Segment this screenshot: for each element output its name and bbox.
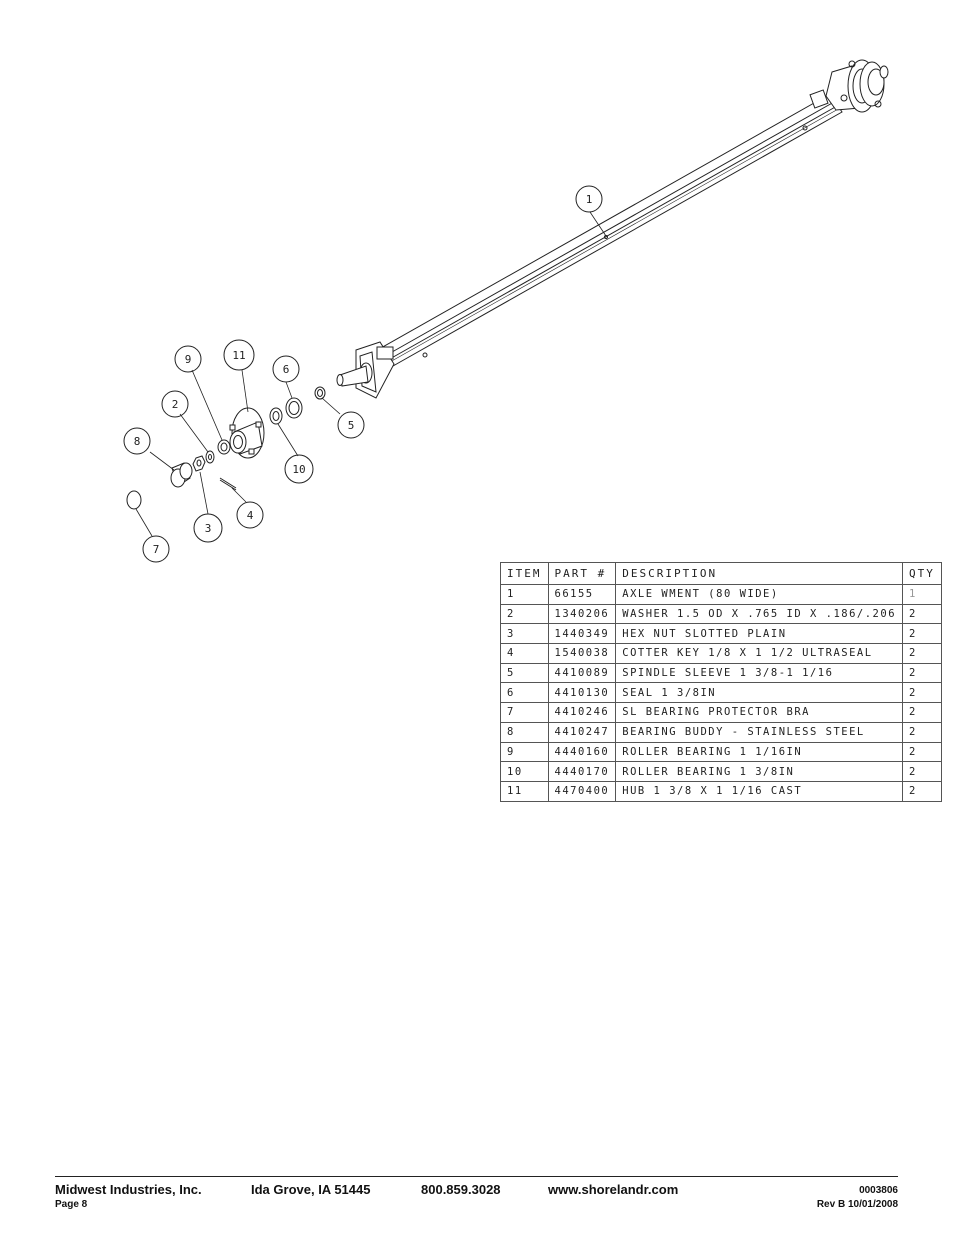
cell-description: ROLLER BEARING 1 1/16IN xyxy=(615,741,904,763)
cell-item: 9 xyxy=(500,741,549,763)
hub-part xyxy=(229,407,265,459)
parts-list-table: ITEM PART # DESCRIPTION QTY 1 66155 AXLE… xyxy=(500,562,942,802)
header-part-number: PART # xyxy=(547,562,617,585)
exploded-axle-diagram: 1 2 3 4 5 6 7 8 9 10 11 xyxy=(123,59,889,563)
cell-qty: 2 xyxy=(902,623,942,645)
footer-company: Midwest Industries, Inc. xyxy=(55,1182,202,1197)
callout-2: 2 xyxy=(172,398,179,411)
cell-part: 4410247 xyxy=(547,721,617,743)
cell-description: AXLE WMENT (80 WIDE) xyxy=(615,584,904,605)
cell-qty: 2 xyxy=(902,702,942,723)
cell-item: 8 xyxy=(500,721,549,743)
cell-part: 4440170 xyxy=(547,761,617,782)
cell-item: 2 xyxy=(500,603,549,625)
cell-description: SL BEARING PROTECTOR BRA xyxy=(615,702,904,723)
cell-qty: 2 xyxy=(902,682,942,704)
cotter-key-part xyxy=(219,477,237,491)
cell-item: 1 xyxy=(500,584,549,605)
cell-qty: 2 xyxy=(902,741,942,763)
callout-6: 6 xyxy=(283,363,290,376)
header-description: DESCRIPTION xyxy=(615,562,904,585)
bearing-buddy-part xyxy=(170,462,193,488)
left-spindle-bracket xyxy=(336,341,395,399)
table-row: 7 4410246 SL BEARING PROTECTOR BRA 2 xyxy=(500,702,942,723)
table-row: 6 4410130 SEAL 1 3/8IN 2 xyxy=(500,682,942,704)
bearing-protector-part xyxy=(126,490,142,510)
footer-phone: 800.859.3028 xyxy=(421,1182,501,1197)
callout-4: 4 xyxy=(247,509,254,522)
cell-qty: 2 xyxy=(902,662,942,684)
table-row: 4 1540038 COTTER KEY 1/8 X 1 1/2 ULTRASE… xyxy=(500,643,942,664)
cell-item: 3 xyxy=(500,623,549,645)
cell-qty: 1 xyxy=(902,584,942,605)
cell-qty: 2 xyxy=(902,603,942,625)
cell-description: COTTER KEY 1/8 X 1 1/2 ULTRASEAL xyxy=(615,643,904,664)
cell-description: ROLLER BEARING 1 3/8IN xyxy=(615,761,904,782)
cell-part: 1440349 xyxy=(547,623,617,645)
right-hub-assembly xyxy=(809,59,889,113)
cell-item: 10 xyxy=(500,761,549,782)
footer-doc-number: 0003806 xyxy=(859,1185,898,1196)
roller-bearing-large-part xyxy=(269,407,283,425)
table-row: 1 66155 AXLE WMENT (80 WIDE) 1 xyxy=(500,584,942,605)
leader-lines xyxy=(135,211,607,537)
table-row: 5 4410089 SPINDLE SLEEVE 1 3/8-1 1/16 2 xyxy=(500,662,942,684)
cell-part: 1340206 xyxy=(547,603,617,625)
table-row: 8 4410247 BEARING BUDDY - STAINLESS STEE… xyxy=(500,721,942,743)
cell-description: HEX NUT SLOTTED PLAIN xyxy=(615,623,904,645)
cell-description: HUB 1 3/8 X 1 1/16 CAST xyxy=(615,780,904,802)
footer-page-number: Page 8 xyxy=(55,1199,88,1210)
cell-item: 7 xyxy=(500,702,549,723)
cell-qty: 2 xyxy=(902,721,942,743)
axle-tube xyxy=(380,93,843,367)
spindle-sleeve-part xyxy=(314,386,326,400)
table-row: 2 1340206 WASHER 1.5 OD X .765 ID X .186… xyxy=(500,603,942,625)
header-qty: QTY xyxy=(902,562,942,585)
cell-description: SEAL 1 3/8IN xyxy=(615,682,904,704)
cell-item: 6 xyxy=(500,682,549,704)
cell-description: WASHER 1.5 OD X .765 ID X .186/.206 xyxy=(615,603,904,625)
callout-5: 5 xyxy=(348,419,355,432)
cell-item: 11 xyxy=(500,780,549,802)
seal-part xyxy=(285,397,303,419)
table-row: 11 4470400 HUB 1 3/8 X 1 1/16 CAST 2 xyxy=(500,780,942,802)
cell-part: 4470400 xyxy=(547,780,617,802)
footer-address: Ida Grove, IA 51445 xyxy=(251,1182,371,1197)
callout-8: 8 xyxy=(134,435,141,448)
page-footer: Midwest Industries, Inc. Ida Grove, IA 5… xyxy=(55,1176,898,1210)
callout-circles xyxy=(123,185,603,563)
callout-7: 7 xyxy=(153,543,160,556)
callout-11: 11 xyxy=(232,349,245,362)
cell-item: 5 xyxy=(500,662,549,684)
header-item: ITEM xyxy=(500,562,549,585)
cell-part: 4410246 xyxy=(547,702,617,723)
callout-1: 1 xyxy=(586,193,593,206)
cell-qty: 2 xyxy=(902,643,942,664)
roller-bearing-small-part xyxy=(217,439,231,455)
footer-revision: Rev B 10/01/2008 xyxy=(816,1199,898,1210)
cell-part: 1540038 xyxy=(547,643,617,664)
cell-part: 4410089 xyxy=(547,662,617,684)
cell-description: BEARING BUDDY - STAINLESS STEEL xyxy=(615,721,904,743)
hex-nut-part xyxy=(192,455,206,472)
footer-website[interactable]: www.shorelandr.com xyxy=(548,1182,679,1197)
cell-part: 66155 xyxy=(547,584,617,605)
cell-qty: 2 xyxy=(902,761,942,782)
footer-divider xyxy=(55,1176,898,1177)
cell-description: SPINDLE SLEEVE 1 3/8-1 1/16 xyxy=(615,662,904,684)
cell-part: 4410130 xyxy=(547,682,617,704)
callout-9: 9 xyxy=(185,353,192,366)
cell-part: 4440160 xyxy=(547,741,617,763)
callout-3: 3 xyxy=(205,522,212,535)
callout-10: 10 xyxy=(292,463,305,476)
cell-qty: 2 xyxy=(902,780,942,802)
table-row: 3 1440349 HEX NUT SLOTTED PLAIN 2 xyxy=(500,623,942,645)
table-header-row: ITEM PART # DESCRIPTION QTY xyxy=(500,562,942,585)
table-row: 9 4440160 ROLLER BEARING 1 1/16IN 2 xyxy=(500,741,942,763)
cell-item: 4 xyxy=(500,643,549,664)
washer-part xyxy=(205,450,215,464)
table-row: 10 4440170 ROLLER BEARING 1 3/8IN 2 xyxy=(500,761,942,782)
